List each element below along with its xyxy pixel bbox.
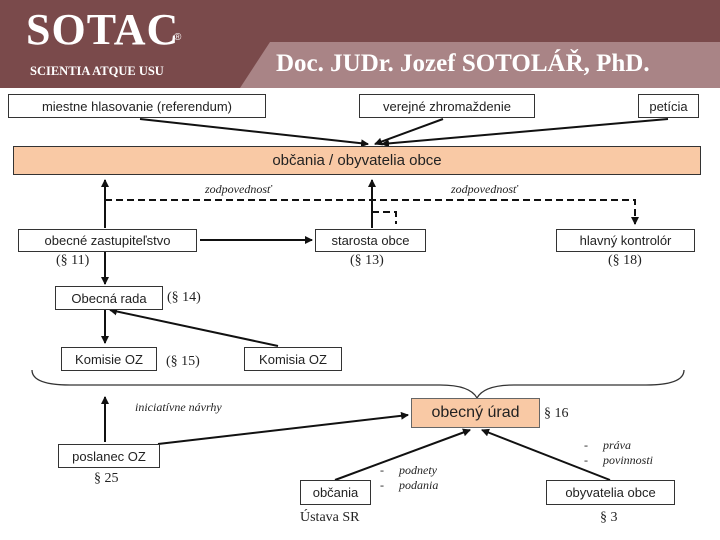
arrow-committee-to-board — [109, 307, 279, 347]
ref-council: (§ 11) — [56, 253, 90, 268]
arrow-residents-to-office — [481, 428, 611, 481]
citizens-list-item: - podnety — [380, 463, 437, 477]
box-local-referendum: miestne hlasovanie (referendum) — [8, 94, 266, 118]
box-committee: Komisia OZ — [244, 347, 342, 371]
sotac-logo: SOTAC ® SCIENTIA ATQUE USU — [26, 6, 196, 82]
box-municipal-council: obecné zastupiteľstvo — [18, 229, 197, 252]
box-citizens-small: občania — [300, 480, 371, 505]
residents-list-item: - povinnosti — [584, 453, 653, 467]
ref-deputy: § 25 — [94, 471, 119, 486]
dashed-responsibility-branch — [372, 211, 397, 224]
box-residents: obyvatelia obce — [546, 480, 675, 505]
box-public-assembly: verejné zhromaždenie — [359, 94, 535, 118]
ref-residents: § 3 — [600, 510, 618, 525]
box-mayor: starosta obce — [315, 229, 426, 252]
header-accent — [240, 42, 720, 88]
ref-board: (§ 14) — [167, 290, 201, 305]
arrow-petition-to-citizens — [381, 118, 669, 148]
label-initiative-proposals: iniciatívne návrhy — [135, 400, 222, 414]
logo-text: SOTAC — [26, 5, 180, 54]
brace — [31, 369, 685, 400]
citizens-list-item: - podania — [380, 478, 439, 492]
dashed-responsibility-line — [105, 199, 639, 225]
box-deputy: poslanec OZ — [58, 444, 160, 468]
box-petition: petícia — [638, 94, 699, 118]
author-name: Doc. JUDr. Jozef SOTOLÁŘ, PhD. — [276, 50, 650, 77]
label-responsibility-1: zodpovednosť — [205, 182, 272, 196]
box-chief-controller: hlavný kontrolór — [556, 229, 695, 252]
residents-list: - práva - povinnosti — [584, 438, 653, 468]
arrow-citizens-to-office — [334, 428, 471, 481]
box-municipal-board: Obecná rada — [55, 286, 163, 310]
citizens-list: - podnety - podania — [380, 463, 438, 493]
box-municipal-office: obecný úrad — [411, 398, 540, 428]
logo-tagline: SCIENTIA ATQUE USU — [30, 64, 164, 78]
logo-registered-mark: ® — [174, 32, 182, 43]
ref-constitution: Ústava SR — [300, 510, 360, 525]
ref-controller: (§ 18) — [608, 253, 642, 268]
ref-committees: (§ 15) — [166, 354, 200, 369]
ref-mayor: (§ 13) — [350, 253, 384, 268]
arrow-referendum-to-citizens — [139, 118, 369, 148]
label-responsibility-2: zodpovednosť — [451, 182, 518, 196]
ref-office: § 16 — [544, 406, 569, 421]
arrow-deputy-to-office — [157, 411, 409, 445]
box-citizens: občania / obyvatelia obce — [13, 146, 701, 175]
residents-list-item: - práva — [584, 438, 631, 452]
box-committees: Komisie OZ — [61, 347, 157, 371]
